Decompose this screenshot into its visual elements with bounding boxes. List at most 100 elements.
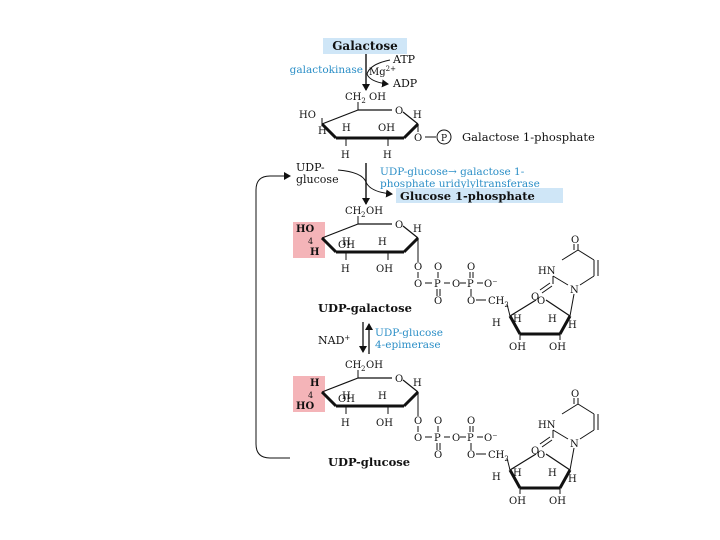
c4-h: H bbox=[318, 126, 327, 137]
p1-bottom-o: O bbox=[434, 296, 442, 307]
phosphorus-2-glc: P bbox=[467, 433, 474, 444]
c4-ho-2: HO bbox=[296, 224, 314, 235]
udp-glucose-cofactor-line2: glucose bbox=[296, 173, 339, 186]
ribose-c2-oh: OH bbox=[549, 342, 566, 353]
p1-top-o: O bbox=[434, 262, 442, 273]
c4-number-2: 4 bbox=[308, 237, 313, 246]
ribose-c3-oh: OH bbox=[509, 342, 526, 353]
uracil-c4-o: O bbox=[571, 235, 579, 246]
p2-bottom-o: O bbox=[467, 296, 475, 307]
phosphorus-1: P bbox=[434, 279, 441, 290]
bridge-o-2-glc: O bbox=[414, 433, 422, 444]
ch2oh-sub-2: 2 bbox=[361, 211, 365, 219]
c3-h-top-2: H bbox=[342, 237, 351, 248]
uracil-n1-glc: N bbox=[570, 439, 579, 450]
transferase-enzyme-line2: phosphate uridylyltransferase bbox=[380, 178, 540, 190]
ch2oh-label-2: CH bbox=[345, 206, 362, 217]
ch2-label-glc: CH2 bbox=[488, 450, 509, 463]
c1-h-3: H bbox=[413, 378, 422, 389]
phosphate-p: P bbox=[441, 134, 447, 144]
ring-oxygen: O bbox=[395, 106, 403, 117]
c2-oh-top: OH bbox=[378, 123, 395, 134]
c4-h-3: H bbox=[310, 378, 319, 389]
glucose-1-phosphate-box bbox=[396, 188, 563, 203]
transferase-enzyme-line1: UDP-glucose→ galactose 1- bbox=[380, 166, 525, 178]
udp-galactose-structure: CH 2 OH O HO 4 H H OH OH H H H OH bbox=[293, 206, 422, 275]
bridge-o-1-glc: O bbox=[414, 416, 422, 427]
c4-h-2: H bbox=[310, 247, 319, 258]
p2-o-minus: O⁻ bbox=[484, 279, 497, 290]
p-bridge-o: O bbox=[452, 279, 460, 290]
recycle-loop-arrow bbox=[255, 172, 291, 459]
p2-top-o-glc: O bbox=[467, 416, 475, 427]
galactose-label-box bbox=[323, 38, 407, 54]
ch2oh-sub-3: 2 bbox=[361, 365, 365, 373]
ribose-c3-h: H bbox=[513, 314, 522, 325]
ribose-c2-h-glc: H bbox=[548, 468, 557, 479]
c2-h-bottom: H bbox=[383, 150, 392, 161]
c3-h-bottom: H bbox=[341, 150, 350, 161]
uracil-n1: N bbox=[570, 285, 579, 296]
uracil-c4-o-glc: O bbox=[571, 389, 579, 400]
ribose-c2-oh-glc: OH bbox=[549, 496, 566, 507]
ch2oh-suffix-3: OH bbox=[366, 360, 383, 371]
galactose-1-phosphate-structure: CH2 OH O HO H H OH H OH OH H H O P bbox=[299, 92, 452, 161]
c3-h-top: H bbox=[342, 123, 351, 134]
adp-curve bbox=[366, 73, 389, 88]
ch2-label: CH2 bbox=[488, 296, 509, 309]
uracil-hn: HN bbox=[538, 266, 556, 277]
udp-glucose-udp-group: O O P O O O P O O⁻ O CH2 O H H H H OH bbox=[414, 389, 599, 507]
p2-top-o: O bbox=[467, 262, 475, 273]
p1-top-o-glc: O bbox=[434, 416, 442, 427]
c2-oh-bottom-2: OH bbox=[376, 264, 393, 275]
p-bridge-o-glc: O bbox=[452, 433, 460, 444]
phosphate-circle bbox=[436, 129, 452, 145]
ribose-c4-h-glc: H bbox=[492, 472, 501, 483]
ch2oh-label-3: CH bbox=[345, 360, 362, 371]
nad-label: NAD+ bbox=[318, 334, 350, 347]
udp-glucose-label: UDP-glucose bbox=[328, 455, 410, 469]
c1-h-2: H bbox=[413, 224, 422, 235]
c3-h-bottom-3: H bbox=[341, 418, 350, 429]
c1-h: H bbox=[413, 110, 422, 121]
galactose-label: Galactose bbox=[332, 39, 398, 53]
c4-highlight bbox=[293, 222, 325, 258]
glucose-1-phosphate-label: Glucose 1-phosphate bbox=[400, 189, 535, 203]
c2-oh-bottom-3: OH bbox=[376, 418, 393, 429]
c3-h-bottom-2: H bbox=[341, 264, 350, 275]
ring-oxygen-3: O bbox=[395, 374, 403, 385]
c2-h-top-2: H bbox=[378, 237, 387, 248]
uracil-c2-o: O bbox=[531, 292, 539, 303]
galactose-1-phosphate-label: Galactose 1-phosphate bbox=[462, 130, 595, 144]
c4-ho: HO bbox=[299, 110, 316, 121]
phosphorus-2: P bbox=[467, 279, 474, 290]
epimerase-enzyme-line2: 4-epimerase bbox=[375, 339, 441, 351]
ribose-c1-h: H bbox=[568, 320, 577, 331]
c2-h-top-3: H bbox=[378, 391, 387, 402]
ring-oxygen-2: O bbox=[395, 220, 403, 231]
c1-o: O bbox=[414, 133, 422, 144]
phosphorus-1-glc: P bbox=[434, 433, 441, 444]
ribose-c4-h: H bbox=[492, 318, 501, 329]
c3-oh-2: OH bbox=[338, 240, 355, 251]
bridge-o-2: O bbox=[414, 279, 422, 290]
bridge-o-1: O bbox=[414, 262, 422, 273]
cofactor-in-curve bbox=[337, 169, 367, 183]
p2-o-minus-glc: O⁻ bbox=[484, 433, 497, 444]
ch2oh-label: CH2 OH bbox=[345, 92, 386, 105]
mg-ion: Mg2+ bbox=[369, 65, 396, 78]
c4-number-3: 4 bbox=[308, 391, 313, 400]
ch2oh-suffix-2: OH bbox=[366, 206, 383, 217]
udp-glucose-structure: CH 2 OH O H 4 HO H OH H H H OH bbox=[293, 360, 422, 429]
adp-label: ADP bbox=[392, 77, 418, 90]
ribose-oxygen: O bbox=[537, 296, 545, 307]
atp-curve bbox=[366, 59, 391, 75]
p2-bottom-o-glc: O bbox=[467, 450, 475, 461]
ribose-c2-h: H bbox=[548, 314, 557, 325]
uracil-hn-glc: HN bbox=[538, 420, 556, 431]
c3-oh-3: OH bbox=[338, 394, 355, 405]
udp-glucose-cofactor-line1: UDP- bbox=[296, 161, 325, 174]
c3-h-top-3: H bbox=[342, 391, 351, 402]
epimerase-enzyme-line1: UDP-glucose bbox=[375, 327, 443, 339]
galactokinase-enzyme: galactokinase bbox=[290, 64, 363, 76]
